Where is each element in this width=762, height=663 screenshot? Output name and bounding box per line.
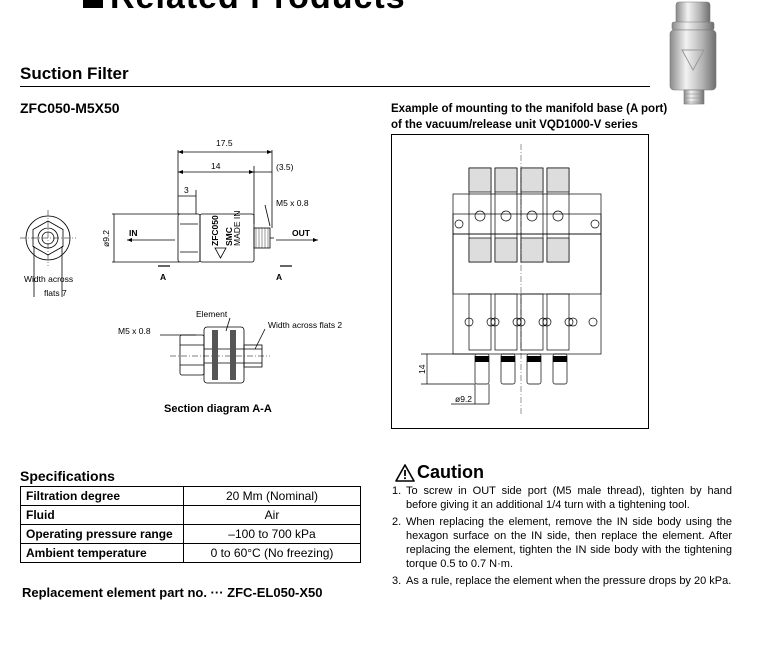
mounting-diagram-frame — [391, 134, 649, 429]
table-row: Fluid Air — [20, 505, 361, 525]
caution-title: Caution — [417, 462, 484, 482]
section-thread-label: M5 x 0.8 — [118, 326, 151, 336]
spec-value: –100 to 700 kPa — [183, 524, 361, 544]
item-text: To screw in OUT side port (M5 male threa… — [406, 485, 732, 511]
spec-value: 0 to 60°C (No freezing) — [183, 543, 361, 563]
caution-heading: Caution — [395, 462, 484, 483]
section-title: Suction Filter — [20, 64, 129, 83]
list-item: 3. As a rule, replace the element when t… — [392, 574, 732, 588]
body-print-model: ZFC050 — [210, 215, 220, 246]
thread-spec-label: M5 x 0.8 — [276, 198, 309, 208]
item-number: 1. — [392, 485, 402, 497]
header-bullet — [83, 0, 103, 8]
hex-length-dimension: 3 — [184, 185, 189, 195]
item-number: 3. — [392, 575, 402, 587]
model-number: ZFC050-M5X50 — [20, 100, 120, 116]
page-title: Related Products — [110, 0, 406, 17]
specifications-title: Specifications — [20, 468, 115, 484]
spec-key: Ambient temperature — [20, 543, 184, 563]
total-length-dimension: 17.5 — [216, 138, 233, 148]
item-text: As a rule, replace the element when the … — [406, 575, 732, 587]
list-item: 2. When replacing the element, remove th… — [392, 515, 732, 571]
manifold-drawing: 14 ø9.2 — [417, 144, 602, 414]
out-port-label: OUT — [292, 228, 311, 238]
spec-key: Filtration degree — [20, 486, 184, 506]
diameter-dimension: ø9.2 — [101, 230, 111, 247]
body-print-brand: SMC — [224, 227, 234, 246]
body-print-origin: MADE IN — [232, 211, 242, 246]
flats-dimension: flats 7 — [44, 288, 67, 298]
specifications-table: Filtration degree 20 Mm (Nominal) Fluid … — [20, 486, 361, 563]
body-length-dimension: 14 — [211, 161, 221, 171]
section-diagram-caption: Section diagram A-A — [164, 403, 272, 415]
warning-icon — [395, 463, 415, 482]
width-across-label: Width across — [24, 274, 73, 284]
mount-height-dimension: 14 — [417, 364, 427, 374]
section-mark-right: A — [276, 272, 282, 282]
in-port-label: IN — [129, 228, 138, 238]
section-divider — [20, 86, 650, 87]
caution-list: 1. To screw in OUT side port (M5 male th… — [392, 484, 732, 591]
table-row: Ambient temperature 0 to 60°C (No freezi… — [20, 543, 361, 563]
table-row: Operating pressure range –100 to 700 kPa — [20, 524, 361, 544]
product-photo — [669, 1, 717, 105]
spec-key: Operating pressure range — [20, 524, 184, 544]
item-number: 2. — [392, 516, 402, 528]
dimension-drawing: flats 7 Width across 17.5 14 (3.5) 3 M5 … — [20, 138, 342, 384]
spec-value: Air — [183, 505, 361, 525]
mounting-caption-line2: of the vacuum/release unit VQD1000-V ser… — [391, 119, 638, 131]
spec-key: Fluid — [20, 505, 184, 525]
replacement-element-note: Replacement element part no. ··· ZFC-EL0… — [22, 585, 323, 600]
element-label: Element — [196, 309, 228, 319]
mount-diameter-dimension: ø9.2 — [455, 394, 472, 404]
section-flats-label: Width across flats 2 — [268, 320, 342, 330]
mounting-caption-line1: Example of mounting to the manifold base… — [391, 103, 668, 115]
item-text: When replacing the element, remove the I… — [406, 516, 732, 570]
spec-value: 20 Mm (Nominal) — [183, 486, 361, 506]
mounting-caption: Example of mounting to the manifold base… — [391, 101, 671, 133]
list-item: 1. To screw in OUT side port (M5 male th… — [392, 484, 732, 512]
table-row: Filtration degree 20 Mm (Nominal) — [20, 486, 361, 506]
section-mark-left: A — [160, 272, 166, 282]
thread-length-dimension: (3.5) — [276, 162, 294, 172]
